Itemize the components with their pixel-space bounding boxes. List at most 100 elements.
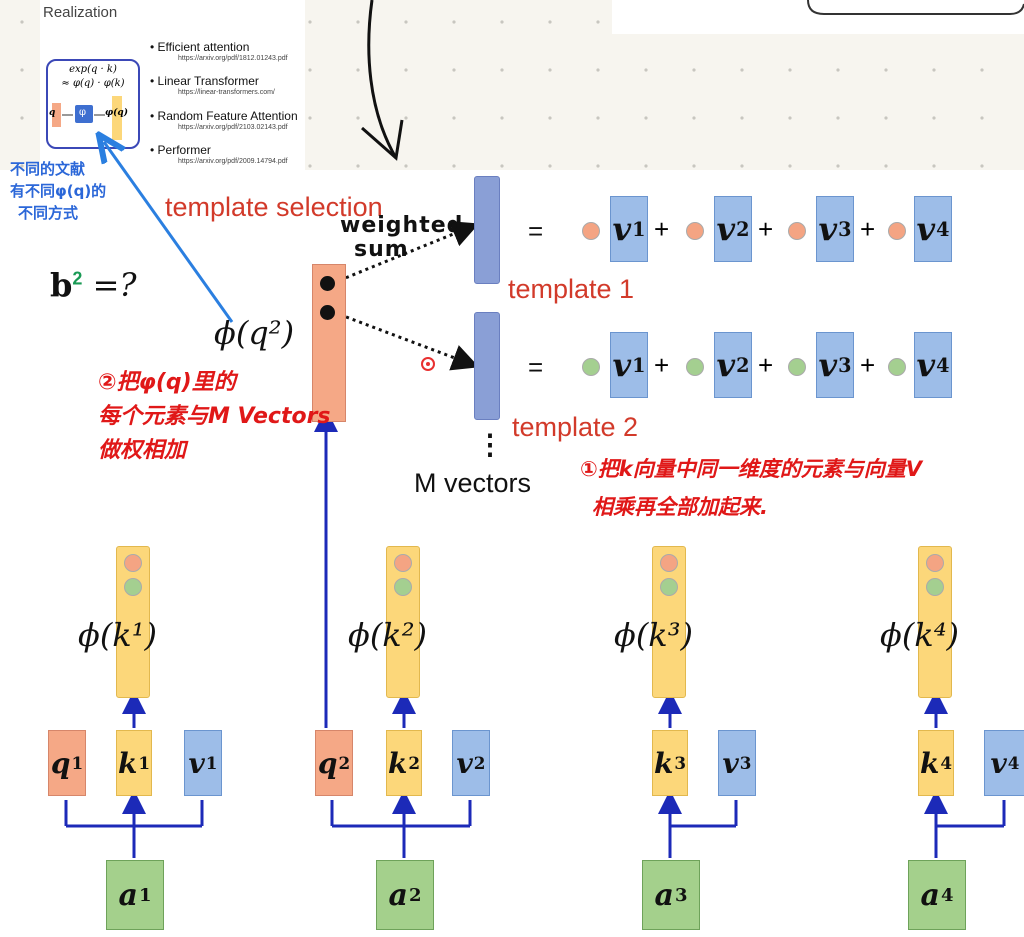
red-note-1-line2: 相乘再全部加起来.: [592, 495, 768, 519]
b2-equals: =?: [92, 266, 137, 304]
b2-sup: 2: [72, 268, 83, 289]
red-note-2-line3: 做权相加: [98, 438, 187, 463]
equals-sign-1: =: [528, 216, 544, 246]
top-right-panel: [612, 0, 1024, 34]
ref-url-1[interactable]: https://arxiv.org/pdf/1812.01243.pdf: [178, 55, 288, 62]
formula-phi-box: [75, 105, 93, 123]
weight-dot-r1-4: [888, 222, 906, 240]
plus-r2-3: +: [860, 350, 876, 380]
blue-note-line1: 不同的文献: [10, 160, 86, 178]
red-note-2-line1: ②把φ(q)里的: [98, 370, 236, 395]
ref-item-3[interactable]: • Random Feature Attention: [150, 109, 298, 123]
b2-symbol: b: [50, 266, 73, 304]
red-note-2-line2: 每个元素与M Vectors: [98, 404, 331, 429]
m-vectors-label: M vectors: [414, 468, 532, 498]
weight-dot-r1-3: [788, 222, 806, 240]
weight-dot-r2-2: [686, 358, 704, 376]
template-selection-label: template selection: [165, 192, 383, 222]
phi-k3-dot-orange: [660, 554, 678, 572]
red-note-1: ①把k向量中同一维度的元素与向量V 相乘再全部加起来.: [580, 450, 922, 526]
phi-k4-dot-orange: [926, 554, 944, 572]
ref-item-1[interactable]: • Efficient attention: [150, 40, 250, 54]
weight-dot-r2-4: [888, 358, 906, 376]
ref-title-1: Efficient attention: [157, 40, 250, 54]
template-2-label: template 2: [512, 412, 639, 442]
formula-box: exp(q · k) ≈ φ(q) · φ(k) q φ φ(q): [46, 59, 140, 149]
sum-word: sum: [354, 237, 409, 262]
template-2-bar: [474, 312, 500, 420]
phi-k2-label: ϕ(k²): [348, 616, 427, 654]
formula-line1: exp(q · k): [69, 64, 117, 75]
plus-r2-2: +: [758, 350, 774, 380]
phi-k3-label: ϕ(k³): [614, 616, 693, 654]
blue-note: 不同的文献 有不同φ(q)的 不同方式: [10, 158, 106, 224]
ref-url-2[interactable]: https://linear-transformers.com/: [178, 89, 275, 96]
weighted-sum-note: weighted sum: [340, 214, 463, 262]
phi-q2-dot-1: [320, 276, 335, 291]
handdrawn-down-arrow: [367, 0, 398, 159]
formula-q: q: [49, 108, 56, 118]
weight-dot-r2-3: [788, 358, 806, 376]
vertical-dots: ⋮: [476, 429, 504, 460]
phi-k2-dot-orange: [394, 554, 412, 572]
phi-q2-label: ϕ(q²): [214, 314, 295, 352]
blue-note-arrow: [104, 142, 234, 323]
main-slide: [0, 170, 1024, 937]
plus-r1-1: +: [654, 214, 670, 244]
top-brace: [807, 0, 1024, 15]
blue-note-line3: 不同方式: [18, 204, 79, 222]
weighted-word: weighted: [340, 213, 464, 238]
reference-slide: Realization exp(q · k) ≈ φ(q) · φ(k) q φ…: [40, 0, 305, 170]
weight-dot-r1-2: [686, 222, 704, 240]
weight-dot-r2-1: [582, 358, 600, 376]
b2-question: b2 =?: [50, 266, 137, 304]
phi-k4-dot-green: [926, 578, 944, 596]
phi-k4-label: ϕ(k⁴): [880, 616, 959, 654]
phi-q2-dot-2: [320, 305, 335, 320]
ref-url-4[interactable]: https://arxiv.org/pdf/2009.14794.pdf: [178, 158, 288, 165]
phi-k3-dot-green: [660, 578, 678, 596]
red-note-1-line1: ①把k向量中同一维度的元素与向量V: [580, 457, 922, 481]
plus-r1-3: +: [860, 214, 876, 244]
formula-out: φ(q): [105, 108, 128, 118]
weight-dot-r1-1: [582, 222, 600, 240]
phi-k2-dot-green: [394, 578, 412, 596]
formula-out-box: [112, 96, 122, 140]
blue-note-line2: 有不同φ(q)的: [10, 182, 107, 200]
ref-item-4[interactable]: • Performer: [150, 143, 211, 157]
phi-k1-label: ϕ(k¹): [78, 616, 157, 654]
phi-k1-dot-green: [124, 578, 142, 596]
ref-url-3[interactable]: https://arxiv.org/pdf/2103.02143.pdf: [178, 124, 288, 131]
ref-title-3: Random Feature Attention: [157, 109, 298, 123]
plus-r2-1: +: [654, 350, 670, 380]
pointer-dot: [421, 357, 435, 371]
red-note-2: ②把φ(q)里的 每个元素与M Vectors 做权相加: [98, 366, 331, 468]
plus-r1-2: +: [758, 214, 774, 244]
formula-arrows: [62, 114, 105, 116]
template-1-bar: [474, 176, 500, 284]
ref-title-4: Performer: [157, 143, 211, 157]
template-1-label: template 1: [508, 274, 635, 304]
ref-title-2: Linear Transformer: [157, 74, 259, 88]
reference-heading: Realization: [43, 4, 118, 21]
ref-item-2[interactable]: • Linear Transformer: [150, 74, 259, 88]
